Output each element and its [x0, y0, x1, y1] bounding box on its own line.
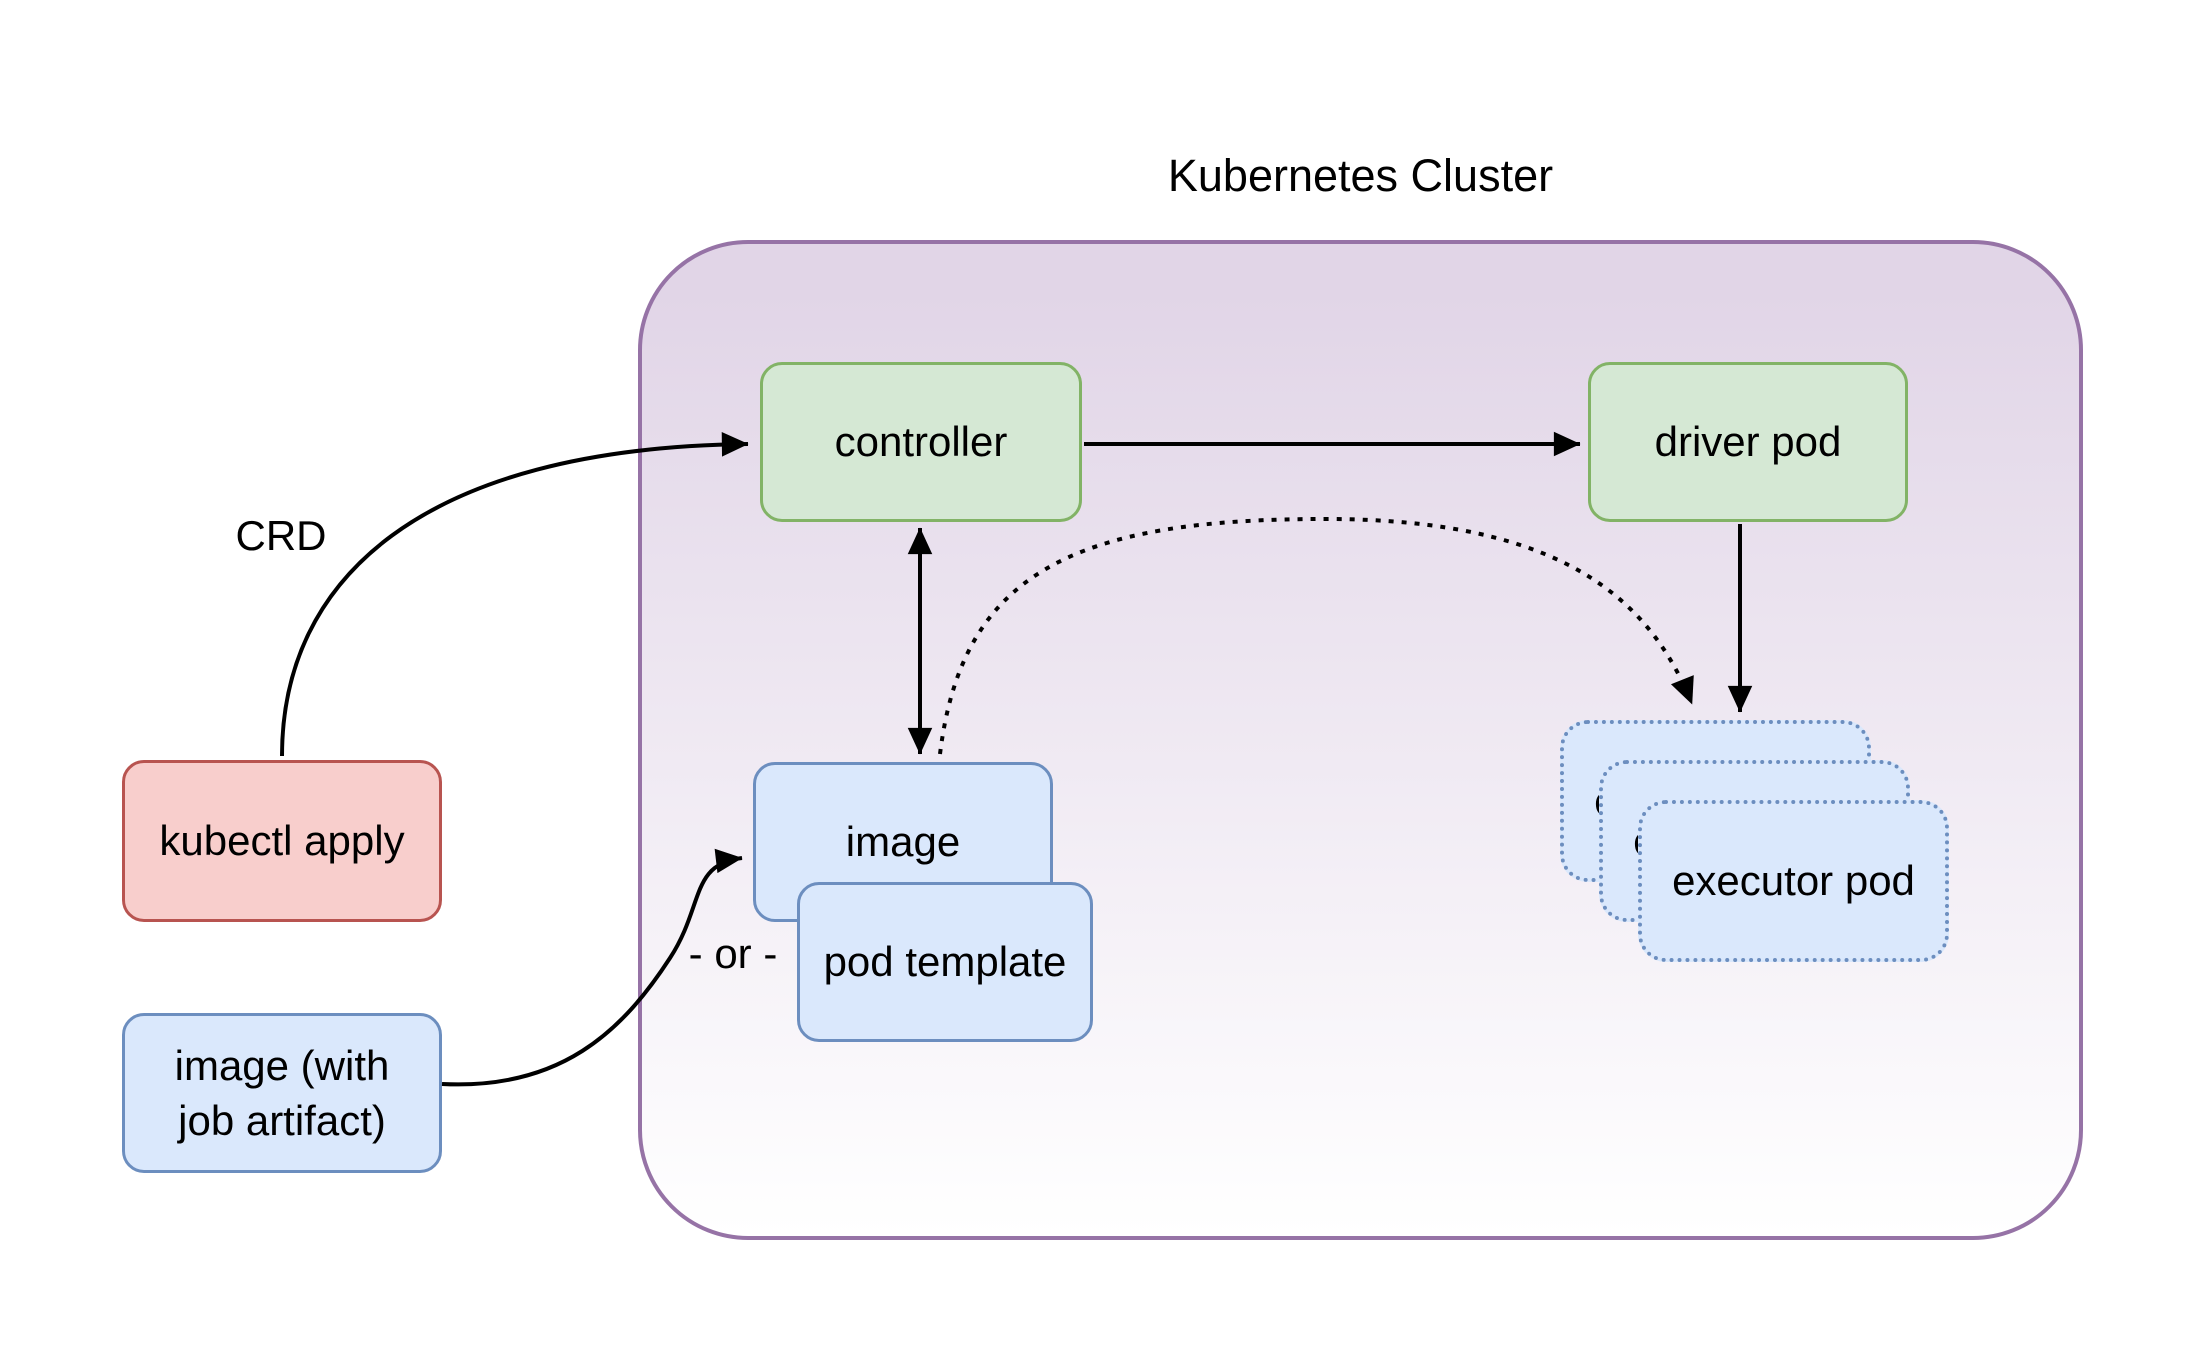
- executor-pod-box-front: executor pod: [1638, 800, 1949, 962]
- image-with-job-artifact-box: image (with job artifact): [122, 1013, 442, 1173]
- driver-pod-box: driver pod: [1588, 362, 1908, 522]
- crd-edge-label: CRD: [235, 512, 327, 559]
- driver-pod-label: driver pod: [1654, 418, 1842, 466]
- kubectl-apply-box: kubectl apply: [122, 760, 442, 922]
- controller-label: controller: [834, 418, 1008, 466]
- pod-template-box: pod template: [797, 882, 1093, 1042]
- cluster-title: Kubernetes Cluster: [1167, 150, 1554, 201]
- executor-pod-label: executor pod: [1672, 857, 1915, 905]
- controller-box: controller: [760, 362, 1082, 522]
- pod-template-label: pod template: [823, 938, 1067, 986]
- image-with-job-artifact-label: image (with job artifact): [174, 1041, 390, 1144]
- kubectl-apply-label: kubectl apply: [159, 817, 405, 865]
- image-label: image: [845, 818, 961, 866]
- or-edge-label: - or -: [688, 930, 778, 977]
